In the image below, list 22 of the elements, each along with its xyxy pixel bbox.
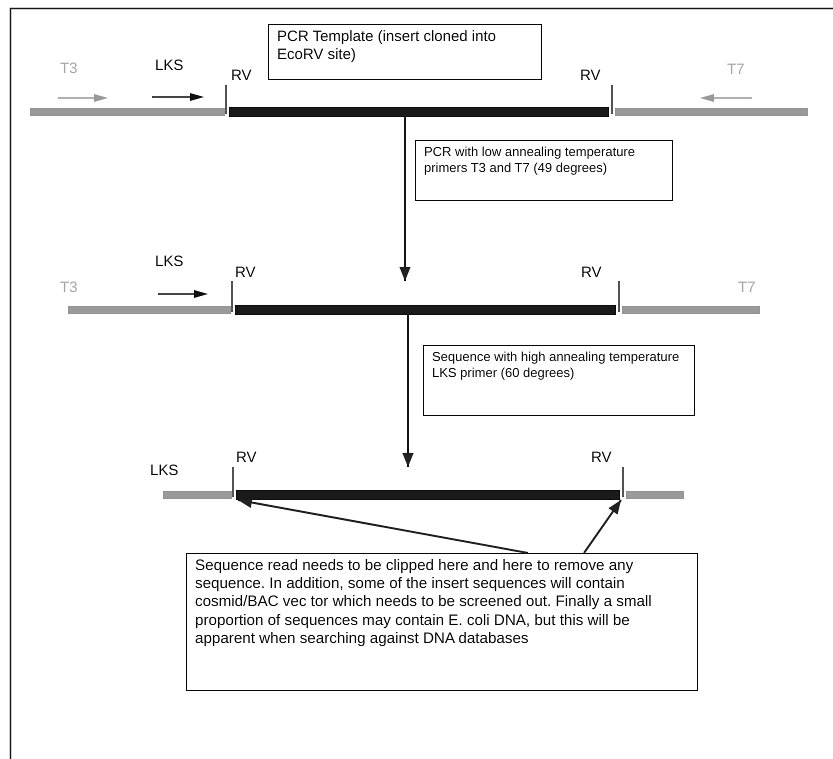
primer-label: LKS <box>155 57 184 74</box>
arrow <box>399 117 411 281</box>
dna-construct <box>30 85 808 117</box>
step-box: PCR with low annealing temperature primers T3 and T7 (49 degrees) <box>415 140 673 201</box>
arrow <box>238 497 528 554</box>
template-box: PCR Template (insert cloned into EcoRV site) <box>268 24 542 80</box>
arrow <box>583 499 622 554</box>
primer-label: T7 <box>727 61 745 78</box>
arrow <box>402 315 414 467</box>
site-label: RV <box>235 264 256 281</box>
note-box: Sequence read needs to be clipped here and here to remove any sequence. In addition, some of the insert sequences will contain cosmid/BAC vec tor which needs to be screened out. Finally a small proportion of sequences may contain E. coli DNA, but this will be apparent when searching against DNA databases <box>186 553 698 691</box>
primer-label: T7 <box>738 279 756 296</box>
site-label: RV <box>591 449 612 466</box>
site-label: RV <box>580 67 601 84</box>
site-label: RV <box>231 67 252 84</box>
primer-label: LKS <box>155 253 184 270</box>
primer-label: LKS <box>150 462 178 479</box>
site-label: RV <box>581 264 602 281</box>
primer-label: T3 <box>60 60 78 77</box>
site-label: RV <box>236 449 257 466</box>
primer-label: T3 <box>60 279 78 296</box>
step-box: Sequence with high annealing temperature LKS primer (60 degrees) <box>423 345 695 416</box>
